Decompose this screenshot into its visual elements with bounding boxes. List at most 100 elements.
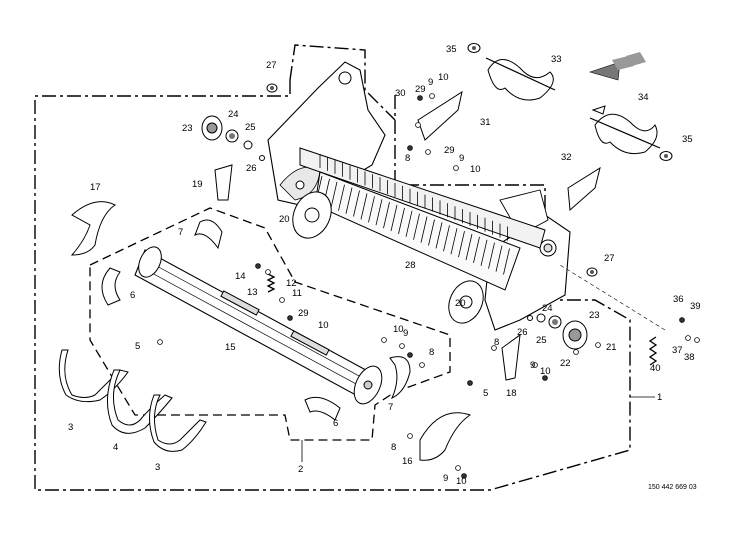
- grate-tooth: [450, 228, 458, 255]
- bearing-housing-23-upper: [201, 115, 223, 141]
- grate-tooth: [458, 231, 465, 258]
- part-ref-p20a: 20: [279, 214, 290, 225]
- part-ref-p10c: 10: [318, 320, 329, 331]
- part-ref-p18: 18: [506, 388, 517, 399]
- part-ref-p7a: 7: [178, 227, 183, 238]
- nut-27-top: [266, 83, 278, 93]
- part-ref-p27b: 27: [604, 253, 615, 264]
- nut-35-right: [659, 151, 673, 161]
- ring-26-upper: [259, 155, 265, 161]
- bracket-18: [501, 333, 521, 381]
- grate-tooth: [473, 236, 480, 263]
- bolt-icon: [461, 473, 467, 479]
- grate-tooth: [345, 187, 353, 214]
- part-ref-p24b: 24: [542, 303, 553, 314]
- bracket-group-boundary: [394, 95, 546, 215]
- bolt-icon: [467, 380, 473, 386]
- auger-33: [485, 57, 556, 101]
- part-ref-p2: 2: [298, 464, 303, 475]
- part-ref-p40: 40: [650, 363, 661, 374]
- part-ref-p3a: 3: [68, 422, 73, 433]
- grate-tooth: [360, 193, 368, 220]
- part-ref-p10a: 10: [438, 72, 449, 83]
- bolt-icon: [157, 339, 163, 345]
- spring-40: [648, 336, 658, 366]
- part-ref-p8a: 8: [405, 153, 410, 164]
- nut-27-right: [586, 267, 598, 277]
- grate-tooth: [480, 239, 488, 266]
- bolt-icon: [399, 343, 405, 349]
- grate-tooth: [390, 204, 398, 232]
- ring-26-lower: [527, 315, 533, 321]
- bolt-icon: [694, 337, 700, 343]
- grate-tooth: [330, 181, 338, 208]
- part-ref-p22: 22: [560, 358, 571, 369]
- part-ref-p32: 32: [561, 152, 572, 163]
- bolt-icon: [532, 362, 538, 368]
- bolt-icon: [491, 345, 497, 351]
- part-ref-p29b: 29: [415, 84, 426, 95]
- part-ref-p29a: 29: [298, 308, 309, 319]
- part-ref-p23a: 23: [182, 123, 193, 134]
- part-ref-p8b: 8: [429, 347, 434, 358]
- assembly-2-boundary: [89, 207, 451, 441]
- segment-7-lower: [389, 356, 411, 400]
- ring-25-upper: [243, 140, 253, 150]
- flange-disc-upper: [292, 191, 332, 239]
- nut-35-top: [467, 43, 481, 53]
- part-ref-p9a: 9: [428, 77, 433, 88]
- part-ref-p34: 34: [638, 92, 649, 103]
- grate-tooth: [443, 225, 450, 252]
- part-ref-p23b: 23: [589, 310, 600, 321]
- bearing-housing-23-lower: [562, 320, 588, 350]
- part-ref-p24a: 24: [228, 109, 239, 120]
- bolt-icon: [255, 263, 261, 269]
- part-ref-p10d: 10: [393, 324, 404, 335]
- bolt-icon: [453, 165, 459, 171]
- strap-3-right: [149, 394, 207, 452]
- part-ref-p35a: 35: [446, 44, 457, 55]
- grate-tooth: [495, 245, 503, 272]
- direction-arrow-icon: [588, 52, 646, 81]
- part-ref-p30: 30: [395, 88, 406, 99]
- part-ref-p19: 19: [192, 179, 203, 190]
- part-ref-p13: 13: [247, 287, 258, 298]
- part-ref-p10b: 10: [470, 164, 481, 175]
- bolt-icon: [685, 335, 691, 341]
- assembly-frame-top-boundary: [289, 44, 396, 121]
- part-ref-p5a: 5: [135, 341, 140, 352]
- bolt-icon: [417, 95, 423, 101]
- part-ref-p9d: 9: [530, 360, 535, 371]
- grate-tooth: [435, 222, 443, 249]
- flange-disc-lower: [448, 280, 484, 324]
- part-ref-p26a: 26: [246, 163, 257, 174]
- part-ref-p8c: 8: [494, 337, 499, 348]
- part-ref-p6a: 6: [130, 290, 135, 301]
- part-ref-p16: 16: [402, 456, 413, 467]
- bolt-icon: [407, 433, 413, 439]
- bolt-icon: [381, 337, 387, 343]
- bolt-icon: [425, 149, 431, 155]
- part-ref-p39: 39: [690, 301, 701, 312]
- bolt-icon: [419, 362, 425, 368]
- grate-tooth: [488, 242, 495, 269]
- part-ref-p38: 38: [684, 352, 695, 363]
- bolt-icon: [542, 375, 548, 381]
- part-ref-p29c: 29: [444, 145, 455, 156]
- part-ref-p21: 21: [606, 342, 617, 353]
- bearing-24-upper: [225, 129, 239, 143]
- leader-line: [559, 264, 666, 331]
- bolt-icon: [455, 465, 461, 471]
- part-ref-p7b: 7: [388, 402, 393, 413]
- part-ref-p10f: 10: [456, 476, 467, 487]
- part-ref-p8d: 8: [391, 442, 396, 453]
- part-ref-p17: 17: [90, 182, 101, 193]
- grate-tooth: [338, 184, 345, 211]
- bolt-icon: [415, 122, 421, 128]
- part-ref-p15: 15: [225, 342, 236, 353]
- bolt-icon: [679, 317, 685, 323]
- part-ref-p12: 12: [286, 278, 297, 289]
- part-ref-p11: 11: [292, 288, 302, 299]
